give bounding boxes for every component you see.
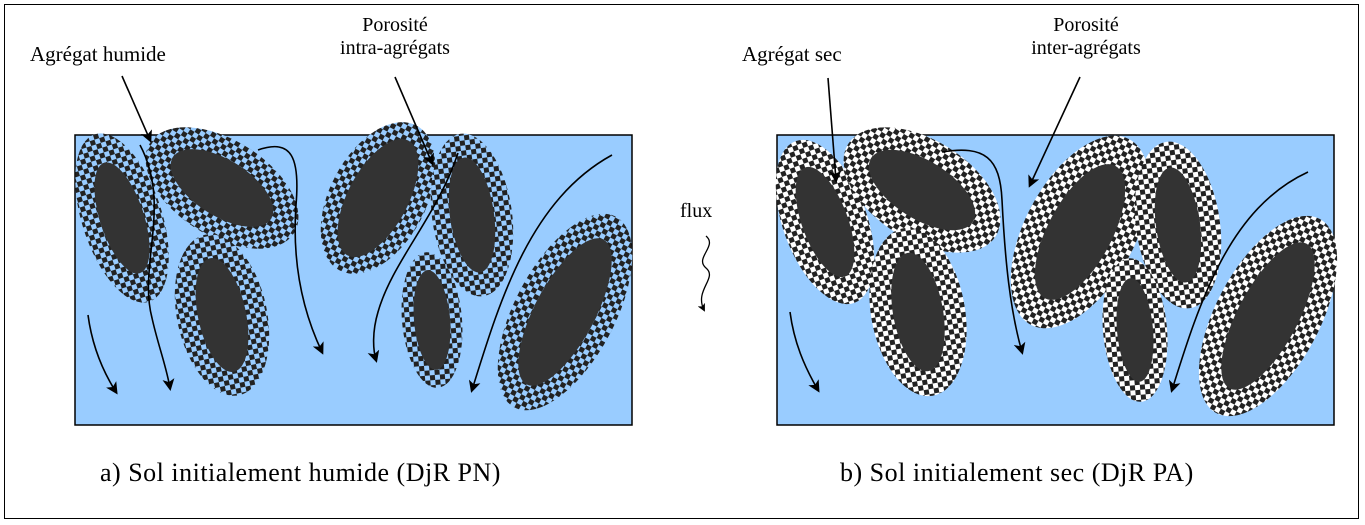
panel-a-flow-arrows: [87, 75, 613, 395]
aggregate-pointer-arrow: [827, 77, 842, 183]
aggregate: [1134, 141, 1222, 309]
aggregate-pointer-arrow: [121, 75, 152, 143]
intra-porosity-label-line1: Porosité: [362, 14, 428, 36]
inter-porosity-label-line2: inter-agrégats: [1031, 37, 1141, 59]
aggregate: [1198, 215, 1338, 417]
wet-aggregate-label: Agrégat humide: [30, 42, 166, 66]
panel-b-aggregates: [775, 127, 1338, 417]
aggregate: [145, 127, 299, 249]
flow-arrow: [139, 144, 175, 391]
porosity-pointer-arrow: [1028, 76, 1081, 188]
caption-panel-b: b) Sol initialement sec (DjR PA): [840, 458, 1194, 487]
inter-porosity-label: Porosité inter-agrégats: [1016, 14, 1156, 60]
flow-arrow: [257, 145, 324, 355]
aggregate: [320, 122, 436, 274]
flow-arrow: [367, 152, 459, 363]
porosity-pointer-arrow: [394, 76, 434, 166]
intra-porosity-label-line2: intra-agrégats: [340, 37, 450, 59]
aggregate: [430, 133, 514, 297]
dry-aggregate-label: Agrégat sec: [742, 42, 842, 66]
panel-a: [74, 75, 633, 426]
aggregate: [174, 234, 270, 396]
intra-porosity-label: Porosité intra-agrégats: [325, 14, 465, 60]
panel-b: [775, 76, 1338, 426]
panel-b-flow-arrows: [789, 76, 1309, 393]
flow-arrow: [941, 149, 1026, 355]
aggregate: [1102, 258, 1168, 402]
caption-panel-a: a) Sol initialement humide (DjR PN): [100, 458, 501, 487]
aggregate: [497, 213, 633, 411]
flow-arrow: [87, 314, 118, 395]
aggregate: [401, 252, 463, 388]
aggregate: [869, 227, 967, 397]
panel-a-aggregates: [75, 122, 633, 411]
inter-porosity-label-line1: Porosité: [1053, 14, 1119, 36]
flow-arrow: [789, 311, 820, 393]
flow-arrow: [1168, 171, 1309, 393]
aggregate: [843, 127, 1001, 253]
aggregate: [75, 133, 169, 303]
flow-arrow: [468, 154, 613, 393]
flux-squiggle: [697, 235, 711, 312]
flux-label: flux: [680, 200, 713, 222]
